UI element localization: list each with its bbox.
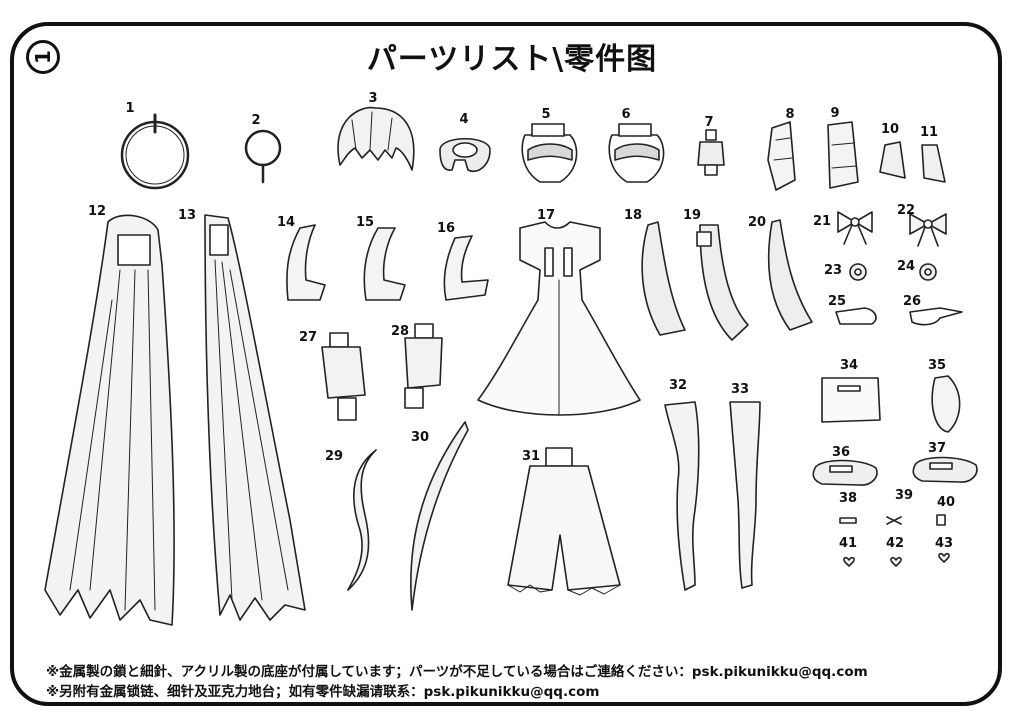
part-dress xyxy=(477,221,641,416)
part-hair-strand-b xyxy=(410,421,469,611)
part-number-16: 16 xyxy=(437,221,455,236)
part-forearm-b xyxy=(404,323,443,409)
part-number-34: 34 xyxy=(840,358,858,373)
part-number-25: 25 xyxy=(828,294,846,309)
part-hair-strand-a xyxy=(347,449,377,591)
part-number-35: 35 xyxy=(928,358,946,373)
part-hand-a xyxy=(835,307,877,325)
part-number-38: 38 xyxy=(839,491,857,506)
part-number-28: 28 xyxy=(391,324,409,339)
part-face-b xyxy=(608,123,665,183)
part-bangs-hair xyxy=(337,106,415,171)
part-heart-a xyxy=(843,557,855,567)
part-number-5: 5 xyxy=(541,107,550,122)
part-number-9: 9 xyxy=(830,106,839,121)
part-side-piece-left xyxy=(767,121,796,191)
part-arm-b xyxy=(363,227,406,301)
part-number-12: 12 xyxy=(88,204,106,219)
part-heart-c xyxy=(938,553,950,563)
part-heart-b xyxy=(890,557,902,567)
part-number-3: 3 xyxy=(368,91,377,106)
part-number-32: 32 xyxy=(669,378,687,393)
part-face-a xyxy=(521,123,578,183)
part-number-11: 11 xyxy=(920,125,938,140)
part-number-41: 41 xyxy=(839,536,857,551)
part-number-15: 15 xyxy=(356,215,374,230)
part-number-30: 30 xyxy=(411,430,429,445)
part-sleeve-b xyxy=(696,224,749,341)
part-twin-tail-left xyxy=(44,214,175,626)
part-number-19: 19 xyxy=(683,208,701,223)
part-sleeve-a xyxy=(641,221,686,336)
part-number-20: 20 xyxy=(748,215,766,230)
part-number-7: 7 xyxy=(704,115,713,130)
part-sleeve-c xyxy=(767,219,813,331)
part-number-4: 4 xyxy=(459,112,468,127)
part-arm-c xyxy=(443,235,489,301)
part-base-block xyxy=(821,377,881,423)
part-number-24: 24 xyxy=(897,259,915,274)
part-number-8: 8 xyxy=(785,107,794,122)
part-number-2: 2 xyxy=(251,113,260,128)
note-japanese: ※金属製の鎖と細針、アクリル製の底座が付属しています；パーツが不足している場合は… xyxy=(46,664,868,680)
part-number-26: 26 xyxy=(903,294,921,309)
part-tie-left xyxy=(879,141,906,179)
part-small-ring xyxy=(244,129,282,184)
part-number-31: 31 xyxy=(522,449,540,464)
part-number-29: 29 xyxy=(325,449,343,464)
part-ring-stand xyxy=(120,113,190,190)
part-number-21: 21 xyxy=(813,214,831,229)
part-number-1: 1 xyxy=(125,101,134,116)
part-number-27: 27 xyxy=(299,330,317,345)
part-leg-left xyxy=(664,401,700,591)
part-shoe-right xyxy=(912,456,978,483)
part-number-43: 43 xyxy=(935,536,953,551)
part-number-18: 18 xyxy=(624,208,642,223)
part-shoe-left xyxy=(812,459,878,486)
part-number-33: 33 xyxy=(731,382,749,397)
part-neck xyxy=(697,129,725,176)
note-chinese: ※另附有金属锁链、细针及亚克力地台；如有零件缺漏请联系：psk.pikunikk… xyxy=(46,684,600,700)
part-collar xyxy=(439,138,491,172)
part-number-17: 17 xyxy=(537,208,555,223)
part-arm-a xyxy=(286,224,326,301)
part-number-10: 10 xyxy=(881,122,899,137)
part-small-bar xyxy=(839,517,857,524)
part-number-23: 23 xyxy=(824,263,842,278)
part-number-6: 6 xyxy=(621,107,630,122)
part-number-42: 42 xyxy=(886,536,904,551)
part-number-36: 36 xyxy=(832,445,850,460)
part-small-clip xyxy=(886,516,902,525)
part-shorts xyxy=(507,447,621,596)
part-number-14: 14 xyxy=(277,215,295,230)
part-tie-right xyxy=(921,144,946,183)
part-leg-right xyxy=(729,401,761,589)
part-number-39: 39 xyxy=(895,488,913,503)
part-twin-tail-right xyxy=(204,214,306,621)
part-eye-b xyxy=(919,263,937,281)
part-small-cube xyxy=(936,514,946,526)
part-number-40: 40 xyxy=(937,495,955,510)
part-forearm-a xyxy=(321,332,366,421)
page-title: パーツリスト\零件图 xyxy=(366,42,658,77)
part-bow-a xyxy=(837,211,873,245)
part-side-piece-right xyxy=(827,121,859,189)
part-number-37: 37 xyxy=(928,441,946,456)
part-eye-a xyxy=(849,263,867,281)
part-foot xyxy=(931,375,961,433)
part-number-22: 22 xyxy=(897,203,915,218)
part-hand-b xyxy=(909,307,963,326)
part-number-13: 13 xyxy=(178,208,196,223)
part-bow-b xyxy=(909,213,947,247)
